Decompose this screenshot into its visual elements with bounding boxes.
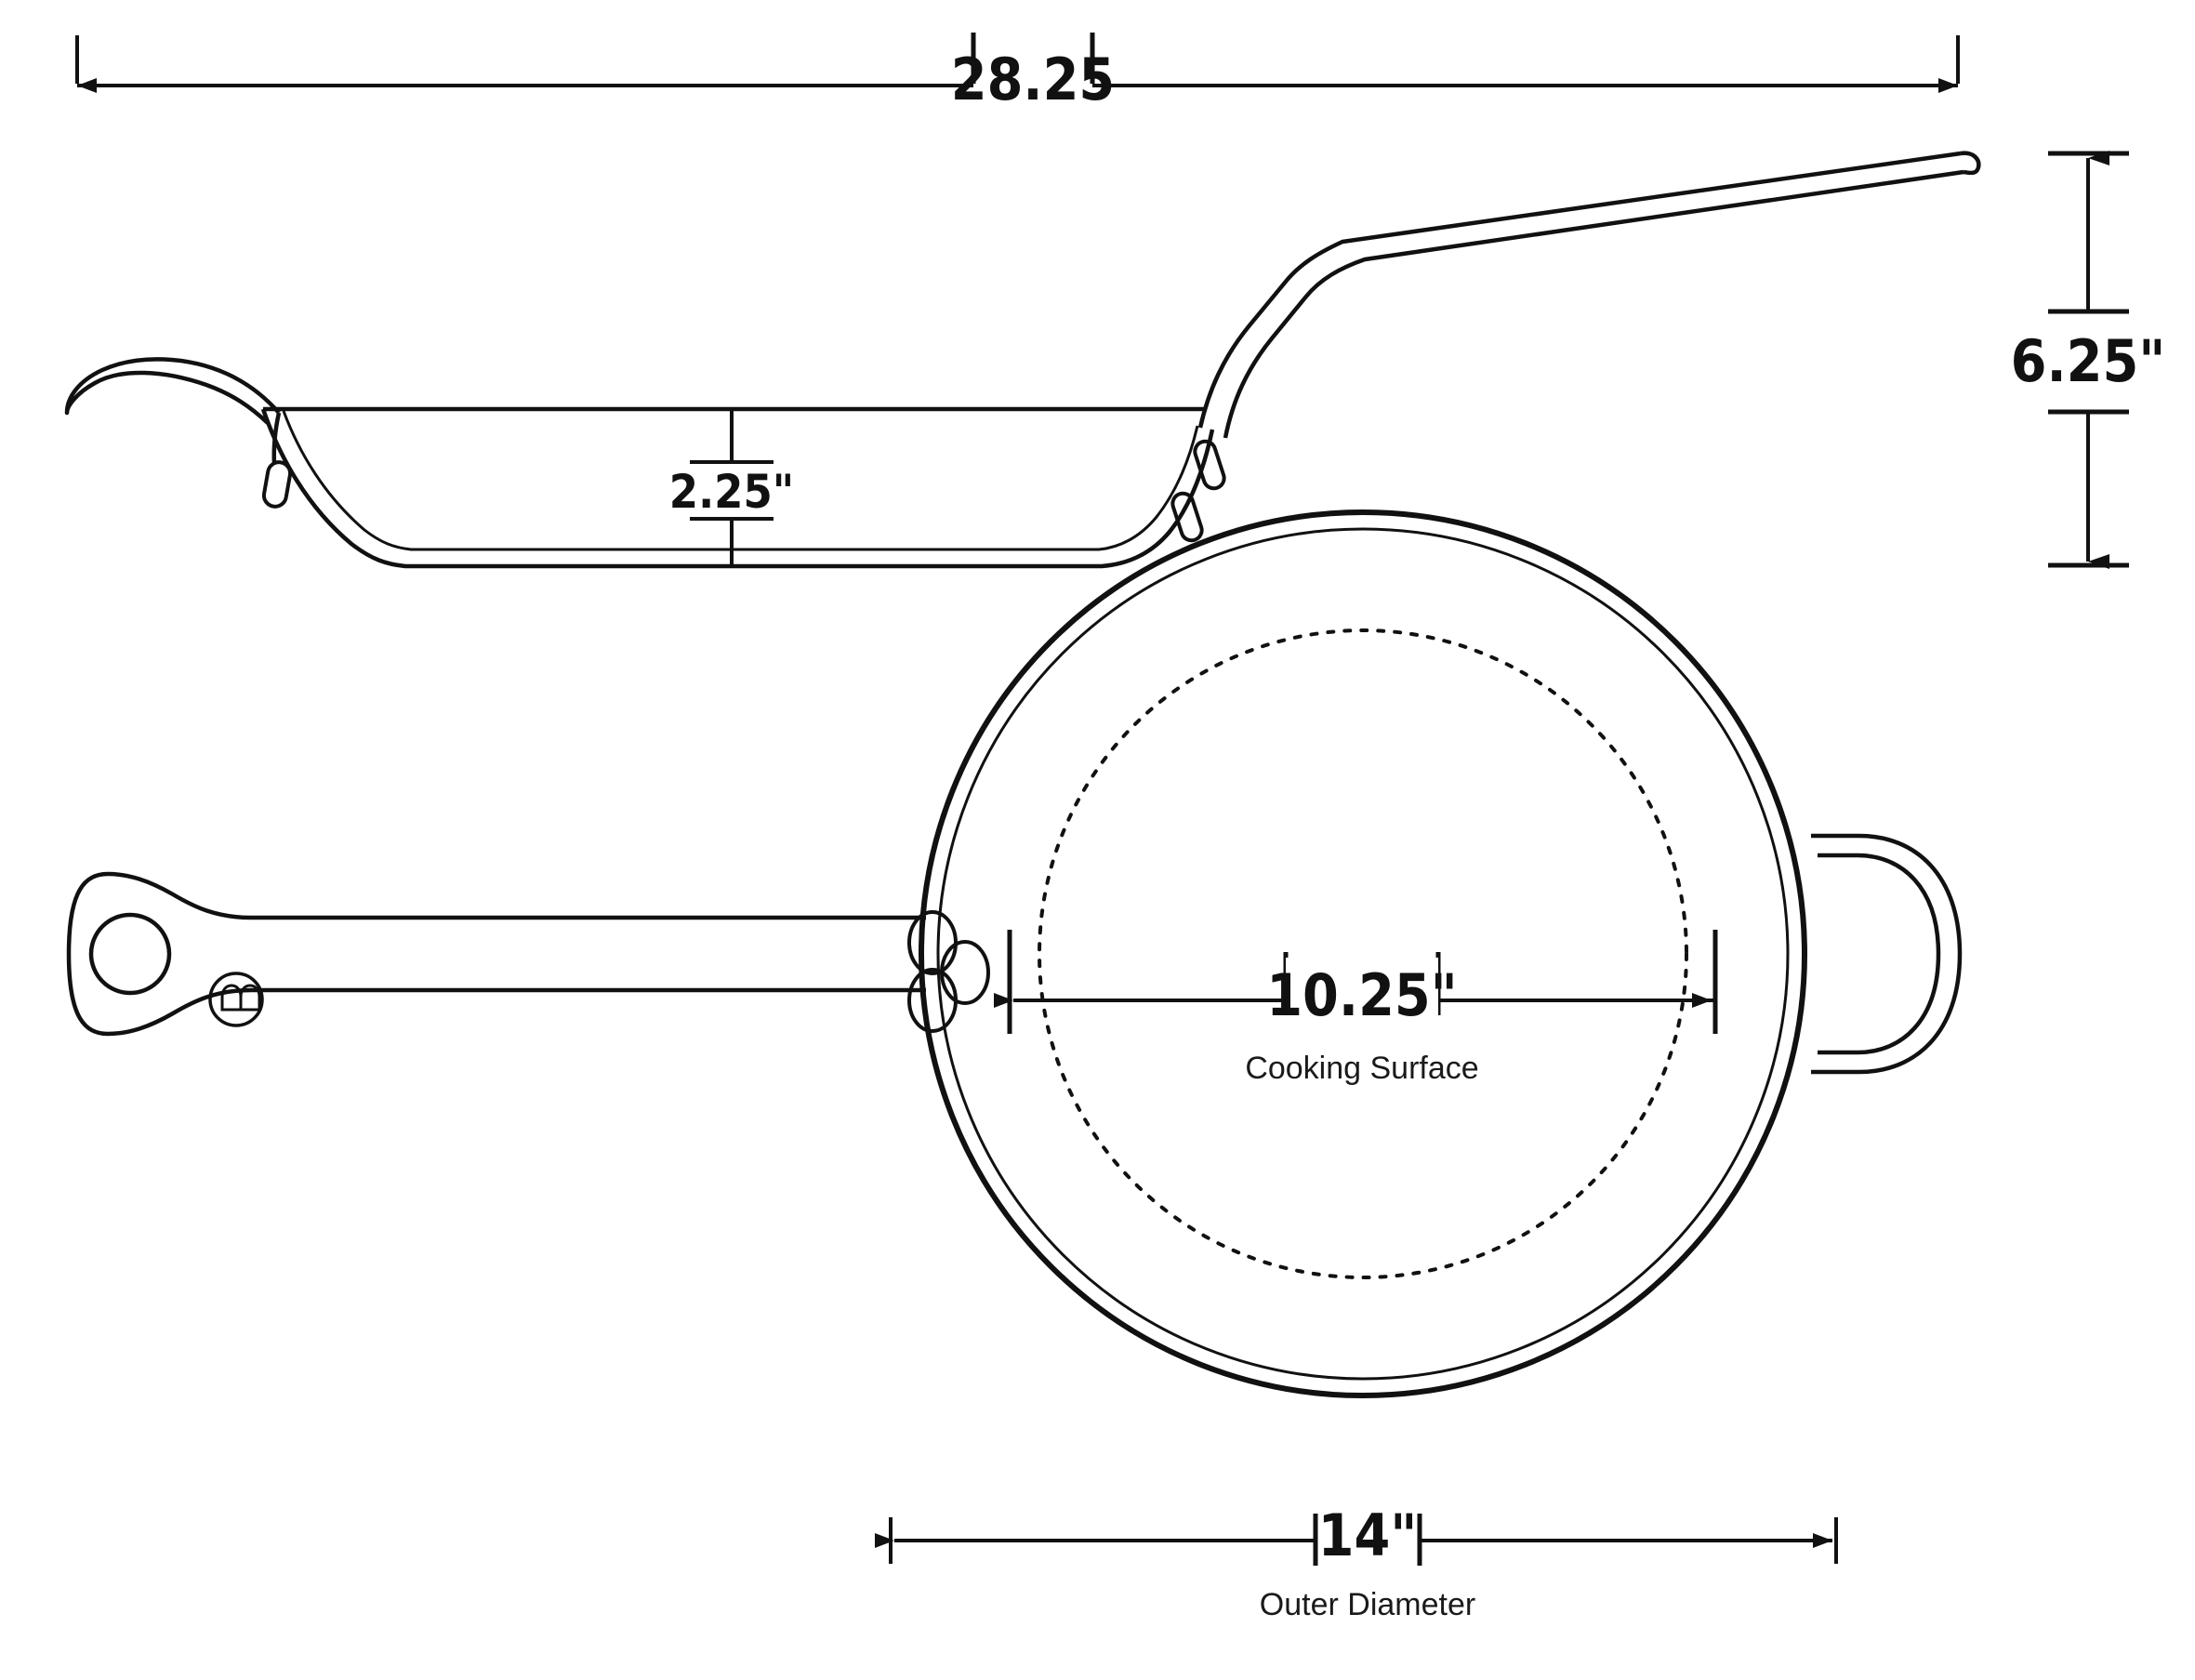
dimension-value-wall-depth: 2.25": [669, 465, 794, 519]
dimension-overall-length: 28.25: [75, 33, 1960, 113]
dimension-cooking-surface: 10.25" Cooking Surface: [994, 930, 1718, 1086]
dimension-caption-cooking-surface: Cooking Surface: [1245, 1051, 1478, 1086]
dimension-value-overall-height: 6.25": [2011, 327, 2166, 395]
plan-cooking-surface-outline: [1038, 628, 1688, 1279]
side-main-handle: [1197, 151, 1981, 439]
side-pan-body: [260, 406, 1215, 569]
plan-inner-rim: [936, 527, 1790, 1381]
hanging-hole-icon: [88, 912, 172, 996]
dimension-value-overall-length: 28.25: [951, 46, 1115, 113]
brand-badge-circle: [208, 972, 264, 1027]
side-rivets-main-handle: [1170, 439, 1226, 543]
side-elevation-view: 2.25": [64, 151, 1981, 569]
top-plan-view: 10.25" Cooking Surface: [66, 509, 1963, 1398]
side-helper-handle: [64, 357, 293, 509]
dimension-wall-depth: 2.25": [669, 409, 794, 567]
dimension-outer-diameter: 14" Outer Diameter: [875, 1501, 1838, 1622]
dimension-value-cooking-surface: 10.25": [1266, 961, 1458, 1029]
double-arch-logo-icon: [220, 984, 261, 1012]
plan-outer-rim: [919, 509, 1807, 1398]
dimension-overall-height: 6.25": [2011, 151, 2166, 569]
plan-rivets: [907, 910, 990, 1033]
dimension-value-outer-diameter: 14": [1318, 1501, 1418, 1569]
plan-helper-handle: [1811, 833, 1963, 1075]
dimension-caption-outer-diameter: Outer Diameter: [1260, 1587, 1475, 1622]
plan-main-handle: [66, 871, 926, 1037]
brand-badge: [208, 972, 264, 1027]
